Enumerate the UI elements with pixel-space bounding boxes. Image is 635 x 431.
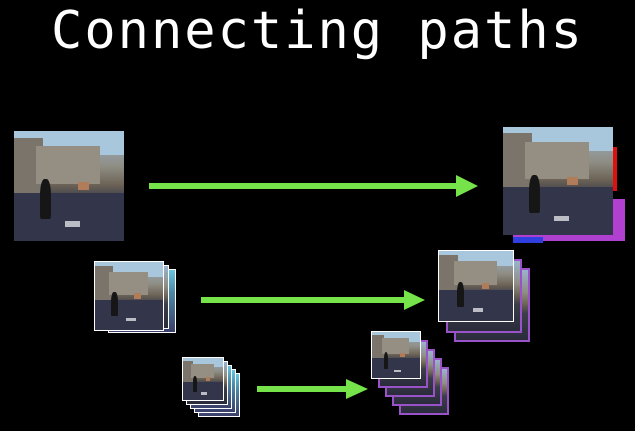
warped-video-frame xyxy=(371,331,421,379)
video-frame-thumbnail xyxy=(14,131,124,241)
warped-video-frame xyxy=(438,250,514,322)
target-frame-row-1 xyxy=(503,127,627,247)
video-frame-thumbnail xyxy=(94,261,164,331)
source-frame-row-1 xyxy=(14,131,124,241)
video-frame-thumbnail xyxy=(182,357,224,401)
arrow-row-3 xyxy=(257,379,368,399)
arrow-row-1 xyxy=(149,175,478,197)
target-stack-row-3 xyxy=(371,331,457,423)
target-stack-row-2 xyxy=(438,250,534,344)
arrow-row-2 xyxy=(201,290,425,310)
warped-video-frame xyxy=(503,127,613,235)
source-stack-row-2 xyxy=(94,261,178,335)
source-stack-row-3 xyxy=(182,357,244,421)
page-title: Connecting paths xyxy=(51,1,584,61)
